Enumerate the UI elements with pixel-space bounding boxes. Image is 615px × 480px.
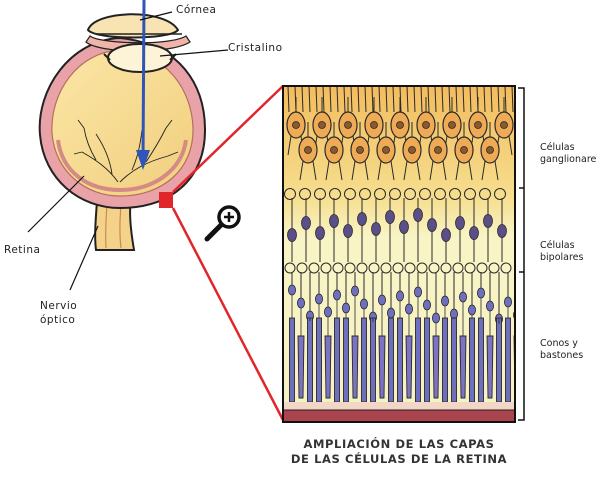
cone-cell bbox=[404, 272, 413, 399]
bipolar-cell bbox=[371, 198, 381, 262]
bipolar-cell bbox=[441, 198, 451, 262]
rod-cell bbox=[449, 272, 458, 403]
bipolar-cell bbox=[287, 198, 297, 262]
label-cones-line1: Conos y bbox=[540, 338, 578, 349]
bipolar-cell bbox=[329, 198, 339, 262]
bipolar-cell bbox=[483, 198, 493, 262]
ganglion-cell bbox=[376, 122, 396, 181]
layer-bracket bbox=[518, 87, 525, 421]
rod-cell bbox=[287, 272, 296, 403]
cone-cell bbox=[458, 272, 467, 399]
ganglion-cell bbox=[494, 97, 514, 156]
label-bipolar-line1: Células bbox=[540, 240, 575, 251]
light-ray-arrow bbox=[141, 0, 146, 163]
rod-cell bbox=[503, 272, 512, 403]
bipolar-cell bbox=[427, 198, 437, 262]
label-cones-line2: bastones bbox=[540, 350, 584, 361]
rod-cell bbox=[494, 272, 503, 403]
leader-lines bbox=[27, 11, 229, 291]
ganglion-cell bbox=[454, 122, 474, 181]
cone-cell bbox=[377, 272, 386, 399]
ganglion-cell bbox=[350, 122, 370, 181]
bipolar-cell bbox=[385, 198, 395, 262]
ganglion-cell bbox=[402, 122, 422, 181]
ganglion-cell bbox=[428, 122, 448, 181]
label-bipolar-line2: bipolares bbox=[540, 252, 584, 263]
retina-layers-panel bbox=[282, 85, 516, 423]
bipolar-cell bbox=[413, 198, 423, 262]
rod-cell bbox=[413, 272, 422, 403]
ganglion-cell bbox=[324, 122, 344, 181]
bipolar-cell bbox=[455, 198, 465, 262]
rods-and-cones bbox=[287, 272, 515, 403]
bipolar-cell bbox=[497, 198, 507, 262]
rod-cell bbox=[314, 272, 323, 403]
lens bbox=[107, 43, 173, 73]
bipolar-cell bbox=[301, 198, 311, 262]
zoom-in-icon bbox=[204, 205, 241, 242]
cone-cell bbox=[296, 272, 305, 399]
rod-cell bbox=[467, 272, 476, 403]
bipolar-cell bbox=[469, 198, 479, 262]
eyeball-drawing bbox=[38, 0, 207, 251]
label-retina: Retina bbox=[4, 244, 41, 256]
blood-vessels bbox=[73, 119, 179, 183]
cornea bbox=[86, 13, 180, 39]
cone-cell bbox=[485, 272, 494, 399]
ganglion-cell bbox=[364, 97, 384, 156]
rod-cell bbox=[422, 272, 431, 403]
zoom-lines bbox=[171, 85, 285, 421]
cone-cell bbox=[323, 272, 332, 399]
label-nervio-line1: Nervio bbox=[40, 300, 78, 312]
retina-marker bbox=[159, 192, 173, 208]
caption-line1: AMPLIACIÓN DE LAS CAPAS bbox=[303, 437, 495, 451]
rod-cell bbox=[359, 272, 368, 403]
ganglion-cell bbox=[480, 122, 500, 181]
rod-cell bbox=[332, 272, 341, 403]
ganglion-cell bbox=[338, 97, 358, 156]
label-cornea: Córnea bbox=[176, 4, 217, 16]
rod-cell bbox=[476, 272, 485, 403]
label-nervio-line2: óptico bbox=[40, 314, 76, 326]
label-ganglion-line2: ganglionare bbox=[540, 154, 597, 165]
caption-line2: DE LAS CÉLULAS DE LA RETINA bbox=[290, 452, 508, 466]
label-cristalino: Cristalino bbox=[228, 42, 283, 54]
ganglion-cell bbox=[468, 97, 488, 156]
bipolar-cell bbox=[357, 198, 367, 262]
bipolar-cell bbox=[343, 198, 353, 262]
ganglion-cells bbox=[286, 97, 514, 181]
ganglion-cell bbox=[416, 97, 436, 156]
bipolar-cell bbox=[315, 198, 325, 262]
retina-lining bbox=[56, 139, 188, 193]
cone-cell bbox=[350, 272, 359, 399]
cone-cell bbox=[431, 272, 440, 399]
ganglion-cell bbox=[298, 122, 318, 181]
label-ganglion-line1: Células bbox=[540, 142, 575, 153]
ganglion-cell bbox=[286, 97, 306, 156]
bipolar-cell bbox=[399, 198, 409, 262]
bipolar-cells bbox=[287, 198, 507, 262]
